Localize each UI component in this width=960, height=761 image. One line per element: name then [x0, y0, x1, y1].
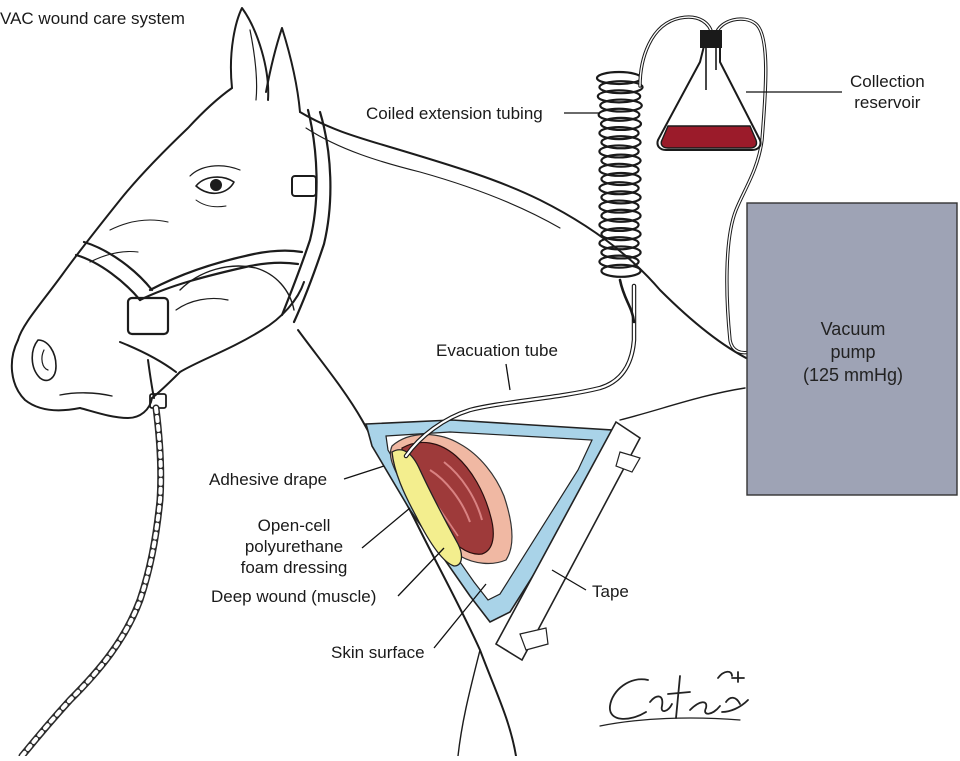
coil-loop [600, 171, 642, 187]
coil-loop [596, 89, 642, 104]
label-vacuum-pump-line3: (125 mmHg) [802, 365, 904, 385]
coil-loop [598, 181, 640, 196]
label-vacuum-pump-line2: pump [830, 342, 876, 362]
label-tape: Tape [592, 582, 629, 601]
coil-loop [598, 254, 640, 269]
coil-loop [598, 125, 640, 141]
reservoir-fluid [660, 125, 758, 149]
label-deep-wound: Deep wound (muscle) [211, 587, 377, 606]
horse-illustration [10, 7, 751, 760]
label-foam-dressing: Open-cell polyurethane foam dressing [226, 515, 362, 578]
coil-loop [598, 236, 640, 251]
coil-loop [597, 107, 641, 122]
coil-loop [598, 80, 644, 95]
coil-loop [598, 217, 640, 233]
label-coiled-extension-tubing: Coiled extension tubing [366, 104, 543, 123]
coil-loop [598, 162, 640, 177]
coil-loop [599, 116, 643, 132]
foam-dressing-shape [391, 449, 463, 567]
coil-loop [600, 153, 642, 168]
coil-loop [598, 144, 640, 159]
tape-strip [494, 420, 642, 662]
leader-lines [343, 91, 842, 649]
collection-reservoir [656, 30, 762, 151]
label-collection-reservoir-line2: reservoir [854, 93, 921, 112]
coil-loop [599, 98, 643, 113]
label-evacuation-tube: Evacuation tube [436, 341, 558, 360]
wound-dressing [364, 419, 642, 662]
label-adhesive-drape: Adhesive drape [209, 470, 328, 489]
artist-signature [599, 670, 749, 727]
label-foam-line3: foam dressing [240, 558, 348, 577]
label-vacuum-pump-line1: Vacuum [820, 319, 886, 339]
coil-loop [600, 135, 642, 150]
coil-tail [618, 278, 636, 324]
label-collection-reservoir: Collection reservoir [850, 71, 925, 113]
label-vacuum-pump: Vacuum pump (125 mmHg) [748, 318, 958, 387]
coiled-extension-tubing [595, 70, 644, 324]
coil-loop [600, 226, 642, 242]
diagram-title: VAC wound care system [0, 9, 185, 28]
label-skin-surface: Skin surface [331, 643, 425, 662]
tubing [403, 15, 768, 459]
coil-loop [600, 208, 642, 223]
reservoir-stopper [700, 30, 722, 48]
label-collection-reservoir-line1: Collection [850, 72, 925, 91]
label-foam-line1: Open-cell [257, 516, 331, 535]
coil-loop [598, 199, 640, 214]
coil-loop [600, 190, 642, 205]
label-foam-line2: polyurethane [244, 537, 344, 556]
coil-loop [600, 263, 642, 278]
coil-loop [600, 245, 642, 260]
vacuum-pump-box [746, 202, 958, 496]
